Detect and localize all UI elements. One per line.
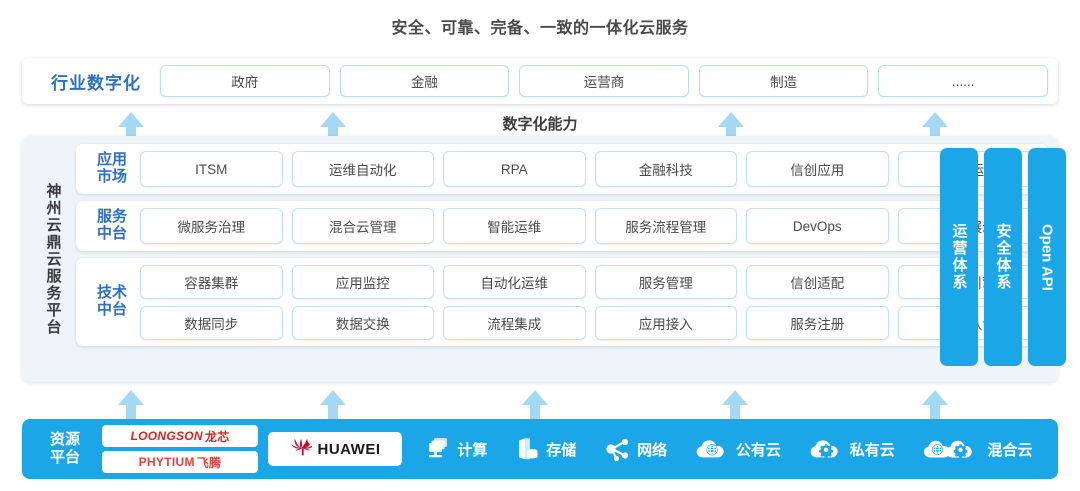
cell-intelligent-ops[interactable]: 智能运维 [443, 208, 586, 244]
cell-app-access[interactable]: 应用接入 [594, 305, 737, 340]
hybrid-cloud-icon [922, 437, 982, 461]
down-arrow-3 [522, 390, 548, 420]
up-arrow-1 [118, 112, 144, 142]
resource-label-line2: 平台 [49, 449, 80, 466]
phytium-logo[interactable]: PHYTIUM 飞腾 [102, 451, 258, 473]
side-column-group: 运营体系 安全体系 Open API [940, 148, 1066, 366]
service-label-line1: 服务 [96, 208, 127, 226]
app-market-label-line1: 应用 [96, 151, 127, 169]
up-arrow-3 [718, 112, 744, 142]
down-arrow-4 [722, 390, 748, 420]
resource-item-compute[interactable]: 计算 [425, 436, 487, 462]
tech-label-line2: 中台 [96, 301, 127, 318]
capability-label: 数字化能力 [502, 116, 578, 133]
resource-item-public-cloud[interactable]: 公有云 [694, 437, 781, 461]
private-cloud-icon [808, 437, 844, 461]
tech-midplatform-cells: 容器集群 应用监控 自动化运维 服务管理 信创适配 流程引擎 数据同步 数据交换… [140, 264, 1040, 340]
resource-item-private-cloud[interactable]: 私有云 [808, 437, 895, 461]
service-midplatform-label: 服务 中台 [84, 208, 140, 243]
storage-icon [514, 436, 540, 462]
resource-item-list: 计算 存储 [412, 436, 1046, 462]
side-column-open-api[interactable]: Open API [1028, 148, 1066, 366]
cell-microservice-governance[interactable]: 微服务治理 [140, 208, 283, 244]
app-market-label: 应用 市场 [84, 151, 140, 186]
cell-process-integration[interactable]: 流程集成 [443, 305, 586, 340]
app-market-row: 应用 市场 ITSM 运维自动化 RPA 金融科技 信创应用 运维/运营 [76, 144, 1048, 194]
phytium-logo-en: PHYTIUM [138, 455, 195, 469]
cell-automated-ops[interactable]: 自动化运维 [443, 264, 586, 299]
side-column-security-label: 安全体系 [994, 223, 1012, 291]
page-title: 安全、可靠、完备、一致的一体化云服务 [391, 20, 689, 37]
cell-fintech[interactable]: 金融科技 [594, 151, 737, 187]
up-arrow-4 [922, 112, 948, 142]
tech-midplatform-row: 技术 中台 容器集群 应用监控 自动化运维 服务管理 信创适配 流程引擎 数据同… [76, 258, 1048, 346]
resource-item-storage[interactable]: 存储 [514, 436, 576, 462]
loongson-logo-cn: 龙芯 [204, 429, 230, 444]
industry-cell-manufacturing[interactable]: 制造 [698, 65, 869, 97]
huawei-logo[interactable]: HUAWEI [268, 432, 402, 466]
cell-ops-automation[interactable]: 运维自动化 [291, 151, 434, 187]
tech-cells-line2: 数据同步 数据交换 流程集成 应用接入 服务注册 统一认证 [140, 305, 1040, 340]
side-column-operations-label: 运营体系 [950, 223, 968, 291]
resource-item-network[interactable]: 网络 [603, 436, 667, 462]
cell-rpa[interactable]: RPA [443, 151, 586, 187]
resource-item-public-cloud-label: 公有云 [735, 441, 781, 459]
cell-data-sync[interactable]: 数据同步 [140, 305, 283, 340]
cell-service-mgmt[interactable]: 服务管理 [594, 264, 737, 299]
service-midplatform-cells: 微服务治理 混合云管理 智能运维 服务流程管理 DevOps 大屏展示 [140, 208, 1040, 244]
resource-platform-band: 资源 平台 LOONGSON 龙芯 PHYTIUM 飞腾 HUAWEI [22, 419, 1058, 479]
industry-band: 行业数字化 政府 金融 运营商 制造 ...... [22, 58, 1058, 104]
service-label-line2: 中台 [96, 225, 127, 242]
tech-midplatform-label: 技术 中台 [84, 284, 140, 319]
tech-cells-line1: 容器集群 应用监控 自动化运维 服务管理 信创适配 流程引擎 [140, 264, 1040, 299]
cell-app-monitoring[interactable]: 应用监控 [291, 264, 434, 299]
side-column-open-api-label: Open API [1038, 223, 1056, 291]
tech-label-line1: 技术 [96, 284, 127, 302]
cell-devops[interactable]: DevOps [746, 208, 889, 244]
platform-row-stack: 应用 市场 ITSM 运维自动化 RPA 金融科技 信创应用 运维/运营 服务 … [76, 144, 1048, 374]
industry-cell-more[interactable]: ...... [878, 65, 1048, 97]
resource-item-private-cloud-label: 私有云 [849, 441, 895, 459]
huawei-logo-text: HUAWEI [317, 440, 381, 458]
chip-logo-stack: LOONGSON 龙芯 PHYTIUM 飞腾 [102, 425, 258, 473]
industry-cell-list: 政府 金融 运营商 制造 ...... [160, 65, 1048, 97]
cell-service-registry[interactable]: 服务注册 [746, 305, 889, 340]
app-market-label-line2: 市场 [96, 168, 127, 185]
industry-cell-government[interactable]: 政府 [160, 65, 330, 97]
industry-label: 行业数字化 [51, 73, 141, 93]
side-column-security[interactable]: 安全体系 [984, 148, 1022, 366]
resource-item-hybrid-cloud-label: 混合云 [987, 441, 1033, 459]
side-column-operations[interactable]: 运营体系 [940, 148, 978, 366]
cell-itsm[interactable]: ITSM [140, 151, 283, 187]
compute-icon [425, 436, 451, 462]
loongson-logo[interactable]: LOONGSON 龙芯 [102, 425, 258, 447]
down-arrow-5 [922, 390, 948, 420]
cell-xinchuang-app[interactable]: 信创应用 [746, 151, 889, 187]
resource-item-compute-label: 计算 [457, 441, 488, 459]
platform-vertical-label: 神州云鼎云服务平台 [44, 182, 62, 336]
resource-item-network-label: 网络 [637, 441, 668, 459]
cell-hybrid-cloud-mgmt[interactable]: 混合云管理 [291, 208, 434, 244]
down-arrow-2 [320, 390, 346, 420]
phytium-logo-cn: 飞腾 [196, 455, 222, 470]
huawei-flower-icon [290, 436, 314, 463]
public-cloud-icon [694, 437, 730, 461]
resource-label-line1: 资源 [49, 431, 80, 448]
cell-xinchuang-adaptation[interactable]: 信创适配 [746, 264, 889, 299]
cell-service-process-mgmt[interactable]: 服务流程管理 [594, 208, 737, 244]
resource-item-hybrid-cloud[interactable]: 混合云 [922, 437, 1033, 461]
resource-label: 资源 平台 [34, 431, 96, 467]
resource-item-storage-label: 存储 [546, 441, 577, 459]
up-arrow-2 [320, 112, 346, 142]
loongson-logo-en: LOONGSON [130, 429, 203, 443]
cell-container-cluster[interactable]: 容器集群 [140, 264, 283, 299]
service-midplatform-row: 服务 中台 微服务治理 混合云管理 智能运维 服务流程管理 DevOps 大屏展… [76, 201, 1048, 251]
cloud-service-platform: 神州云鼎云服务平台 应用 市场 ITSM 运维自动化 RPA 金融科技 信创应用… [22, 136, 1058, 382]
cell-data-exchange[interactable]: 数据交换 [291, 305, 434, 340]
network-icon [603, 436, 631, 462]
app-market-cells: ITSM 运维自动化 RPA 金融科技 信创应用 运维/运营 [140, 151, 1040, 187]
down-arrow-1 [118, 390, 144, 420]
industry-cell-operator[interactable]: 运营商 [519, 65, 689, 97]
industry-cell-finance[interactable]: 金融 [339, 65, 510, 97]
